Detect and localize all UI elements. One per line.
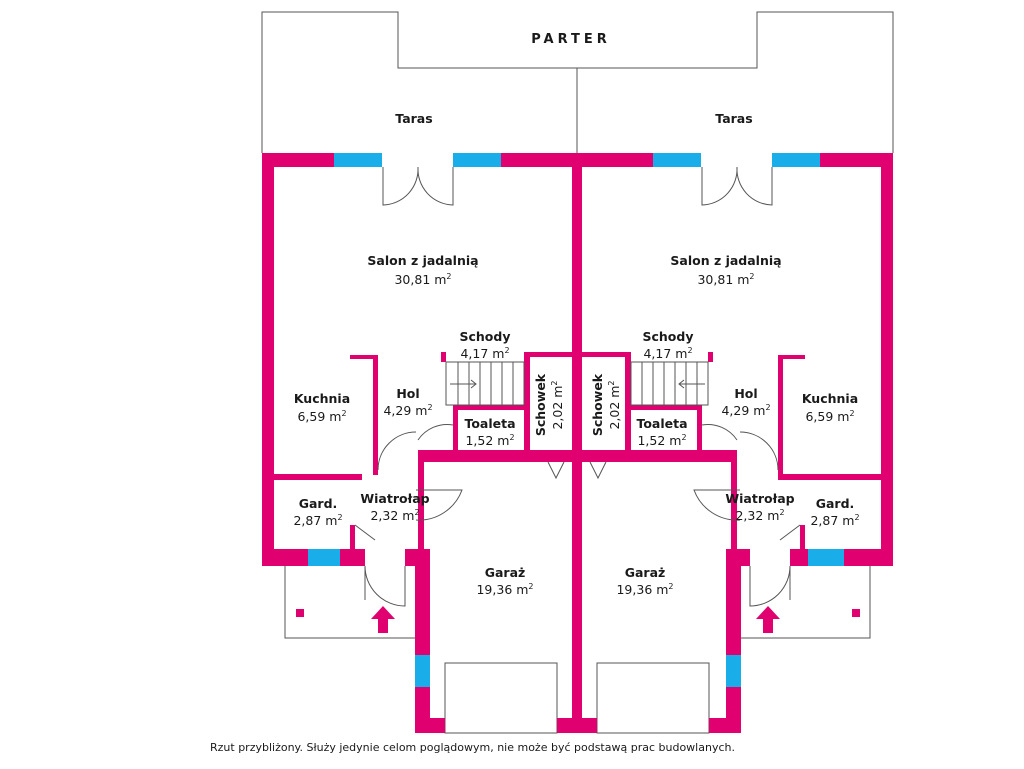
- room-area: 2,87 m2: [293, 513, 342, 528]
- disclaimer-note: Rzut przybliżony. Służy jedynie celom po…: [210, 741, 735, 754]
- room-area: 19,36 m2: [616, 582, 673, 597]
- right-garage-door: [596, 662, 710, 734]
- room-area: 6,59 m2: [297, 409, 346, 424]
- room-name: Taras: [715, 111, 752, 126]
- room-name: Garaż: [485, 565, 526, 580]
- room-area: 30,81 m2: [697, 272, 754, 287]
- room-name: Garaż: [625, 565, 666, 580]
- stairs-icon: [445, 361, 709, 406]
- room-area: 2,02 m2: [607, 380, 622, 429]
- room-area: 2,87 m2: [810, 513, 859, 528]
- right-porch-outline: [740, 566, 871, 639]
- room-area: 1,52 m2: [637, 433, 686, 448]
- left-unit-labels: Taras Salon z jadalnią 30,81 m2 Schody 4…: [293, 111, 565, 597]
- room-name: Schowek: [533, 373, 548, 436]
- room-name: Schowek: [590, 373, 605, 436]
- room-name: Hol: [734, 386, 757, 401]
- windows: [308, 153, 844, 687]
- plan-title: PARTER: [531, 32, 611, 47]
- room-name: Salon z jadalnią: [367, 253, 478, 268]
- room-name: Wiatrołap: [725, 491, 794, 506]
- room-name: Schody: [643, 329, 694, 344]
- left-porch-post: [296, 609, 304, 617]
- door-swing-icon: [354, 166, 801, 607]
- right-porch-post: [852, 609, 860, 617]
- room-name: Wiatrołap: [360, 491, 429, 506]
- room-name: Schody: [460, 329, 511, 344]
- room-area: 4,17 m2: [460, 346, 509, 361]
- room-area: 6,59 m2: [805, 409, 854, 424]
- room-area: 2,32 m2: [370, 508, 419, 523]
- room-name: Toaleta: [636, 416, 687, 431]
- room-area: 1,52 m2: [465, 433, 514, 448]
- room-area: 2,02 m2: [550, 380, 565, 429]
- room-area: 4,29 m2: [383, 403, 432, 418]
- room-name: Gard.: [816, 496, 855, 511]
- walls: [262, 153, 893, 733]
- entrance-arrow-icon: [371, 606, 395, 633]
- left-porch-outline: [284, 566, 415, 639]
- room-name: Salon z jadalnią: [670, 253, 781, 268]
- room-name: Kuchnia: [294, 391, 350, 406]
- room-area: 4,17 m2: [643, 346, 692, 361]
- entrance-arrow-icon: [756, 606, 780, 633]
- room-name: Kuchnia: [802, 391, 858, 406]
- room-area: 4,29 m2: [721, 403, 770, 418]
- room-area: 30,81 m2: [394, 272, 451, 287]
- room-area: 2,32 m2: [735, 508, 784, 523]
- room-name: Hol: [396, 386, 419, 401]
- room-name: Toaleta: [464, 416, 515, 431]
- room-area: 19,36 m2: [476, 582, 533, 597]
- room-name: Taras: [395, 111, 432, 126]
- right-unit-labels: Taras Salon z jadalnią 30,81 m2 Schody 4…: [590, 111, 860, 597]
- room-name: Gard.: [299, 496, 338, 511]
- left-garage-door: [444, 662, 558, 734]
